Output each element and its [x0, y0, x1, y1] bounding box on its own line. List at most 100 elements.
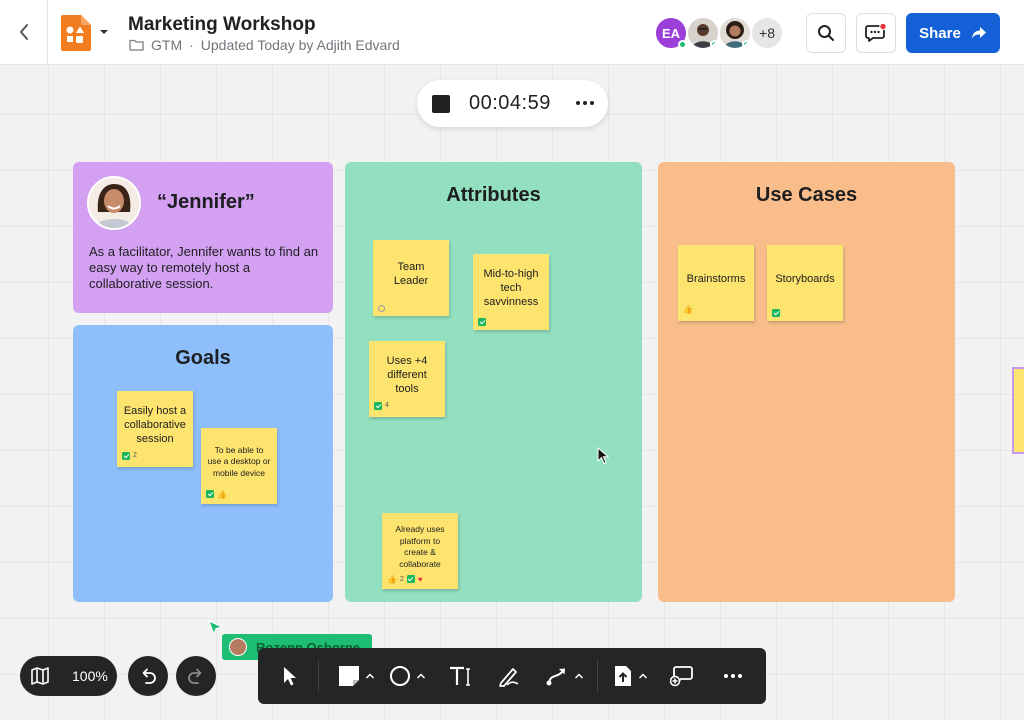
- mouse-pointer-icon: [597, 447, 609, 465]
- chevron-up-icon: [574, 673, 584, 679]
- pointer-icon: [284, 667, 296, 686]
- frame-title: Attributes: [446, 184, 541, 206]
- offscreen-sticky-note[interactable]: [1012, 367, 1024, 454]
- top-bar: Marketing Workshop GTM · Updated Today b…: [0, 0, 1024, 65]
- folder-name[interactable]: GTM: [151, 37, 183, 53]
- pen-tool[interactable]: [497, 664, 521, 688]
- sticky-note[interactable]: Team Leader: [373, 240, 449, 316]
- avatar: [229, 638, 247, 656]
- checkmark-icon: [772, 309, 780, 317]
- chevron-up-icon: [416, 673, 426, 679]
- collaborator-avatars[interactable]: EA +8: [654, 16, 784, 50]
- checkmark-icon: [206, 490, 214, 499]
- person-photo-icon: [688, 18, 718, 48]
- sticky-text: Brainstorms: [686, 273, 746, 285]
- share-arrow-icon: [971, 27, 986, 39]
- persona-frame[interactable]: “Jennifer” As a facilitator, Jennifer wa…: [73, 162, 333, 313]
- persona-name: “Jennifer”: [157, 191, 255, 213]
- sticky-note[interactable]: Brainstorms 👍: [678, 245, 754, 321]
- sticky-text: Team Leader: [393, 261, 429, 287]
- board-title[interactable]: Marketing Workshop: [128, 14, 316, 35]
- more-horizontal-icon: [724, 674, 742, 678]
- avatar-initials: EA: [661, 25, 681, 41]
- creation-toolbar: [258, 648, 766, 704]
- redo-button[interactable]: [176, 656, 216, 696]
- sticky-note[interactable]: Easily host a collaborative session 2: [117, 391, 193, 467]
- text-tool[interactable]: [448, 664, 472, 688]
- sticky-reactions[interactable]: [772, 309, 780, 317]
- search-button[interactable]: [806, 13, 846, 53]
- chevron-left-icon: [19, 24, 28, 40]
- avatar[interactable]: EA: [654, 16, 688, 50]
- stop-icon[interactable]: [432, 95, 450, 113]
- app-menu-caret-icon[interactable]: [98, 27, 110, 37]
- sticky-reactions[interactable]: 2: [122, 449, 137, 463]
- frame-title: Goals: [175, 347, 231, 369]
- checkmark-icon: [406, 575, 415, 584]
- avatar[interactable]: [718, 16, 752, 50]
- upload-tool[interactable]: [613, 664, 648, 688]
- sticky-note[interactable]: Already uses platform to create & collab…: [382, 513, 458, 589]
- sticky-reactions[interactable]: [378, 305, 385, 312]
- thumbs-up-icon: 👍: [387, 574, 397, 584]
- chevron-up-icon: [365, 673, 375, 679]
- timer-value: 00:04:59: [469, 92, 551, 114]
- whiteboard-app-icon[interactable]: [61, 15, 91, 51]
- back-button[interactable]: [0, 0, 48, 64]
- sticky-note[interactable]: Mid-to-high tech savvinness: [473, 254, 549, 330]
- folder-icon: [129, 39, 144, 51]
- toolbar-divider: [597, 660, 598, 692]
- online-indicator: [742, 40, 750, 48]
- sticky-text: Already uses platform to create & collab…: [395, 524, 445, 569]
- file-upload-icon: [615, 666, 631, 686]
- comments-button[interactable]: [856, 13, 896, 53]
- use-cases-frame[interactable]: Use Cases: [658, 162, 955, 602]
- pen-draw-icon: [499, 668, 519, 687]
- share-label: Share: [919, 24, 961, 42]
- circle-shape-icon: [390, 666, 410, 686]
- more-horizontal-icon[interactable]: [573, 91, 597, 115]
- more-tools-button[interactable]: [722, 664, 744, 688]
- online-indicator: [710, 40, 718, 48]
- sticky-note[interactable]: Uses +4 different tools 4: [369, 341, 445, 417]
- toolbar-divider: [318, 660, 319, 692]
- select-tool[interactable]: [282, 664, 298, 688]
- sticky-text: Easily host a collaborative session: [123, 405, 187, 445]
- sticky-reactions[interactable]: 👍 2 ♥: [387, 574, 423, 586]
- sticky-reactions[interactable]: 4: [374, 399, 389, 413]
- sticky-note-tool[interactable]: [338, 664, 375, 688]
- chevron-up-icon: [638, 673, 648, 679]
- sticky-text: Storyboards: [775, 273, 835, 285]
- text-icon: [450, 666, 470, 686]
- session-timer: 00:04:59: [417, 80, 608, 127]
- zoom-level[interactable]: 100%: [72, 668, 108, 684]
- sticky-text: To be able to use a desktop or mobile de…: [207, 444, 271, 478]
- thumbs-up-icon: 👍: [217, 489, 227, 499]
- sticky-note[interactable]: Storyboards: [767, 245, 843, 321]
- chat-icon: [865, 23, 887, 42]
- share-button[interactable]: Share: [906, 13, 1000, 53]
- sticky-reactions[interactable]: 👍: [683, 303, 693, 317]
- goals-frame[interactable]: Goals: [73, 325, 333, 602]
- thumbs-up-icon: 👍: [683, 305, 693, 314]
- avatar[interactable]: [686, 16, 720, 50]
- collaborator-cursor-icon: [208, 620, 224, 636]
- undo-icon: [142, 668, 156, 684]
- sticky-reactions[interactable]: 👍: [206, 489, 227, 501]
- checkmark-icon: [478, 318, 486, 326]
- connector-tool[interactable]: [545, 664, 584, 688]
- shape-tool[interactable]: [389, 664, 426, 688]
- map-icon[interactable]: [30, 666, 50, 686]
- more-collaborators-badge[interactable]: +8: [750, 16, 784, 50]
- sticky-text: Uses +4 different tools: [386, 355, 428, 395]
- board-meta: GTM · Updated Today by Adjith Edvard: [129, 37, 400, 53]
- comment-tool[interactable]: [670, 664, 694, 688]
- undo-button[interactable]: [128, 656, 168, 696]
- add-reaction-icon: [378, 305, 385, 312]
- persona-description: As a facilitator, Jennifer wants to find…: [89, 244, 319, 291]
- updated-status: Updated Today by Adjith Edvard: [200, 37, 400, 53]
- persona-avatar: [87, 176, 141, 230]
- sticky-reactions[interactable]: [478, 318, 486, 326]
- vote-count: 4: [385, 402, 389, 409]
- sticky-note[interactable]: To be able to use a desktop or mobile de…: [201, 428, 277, 504]
